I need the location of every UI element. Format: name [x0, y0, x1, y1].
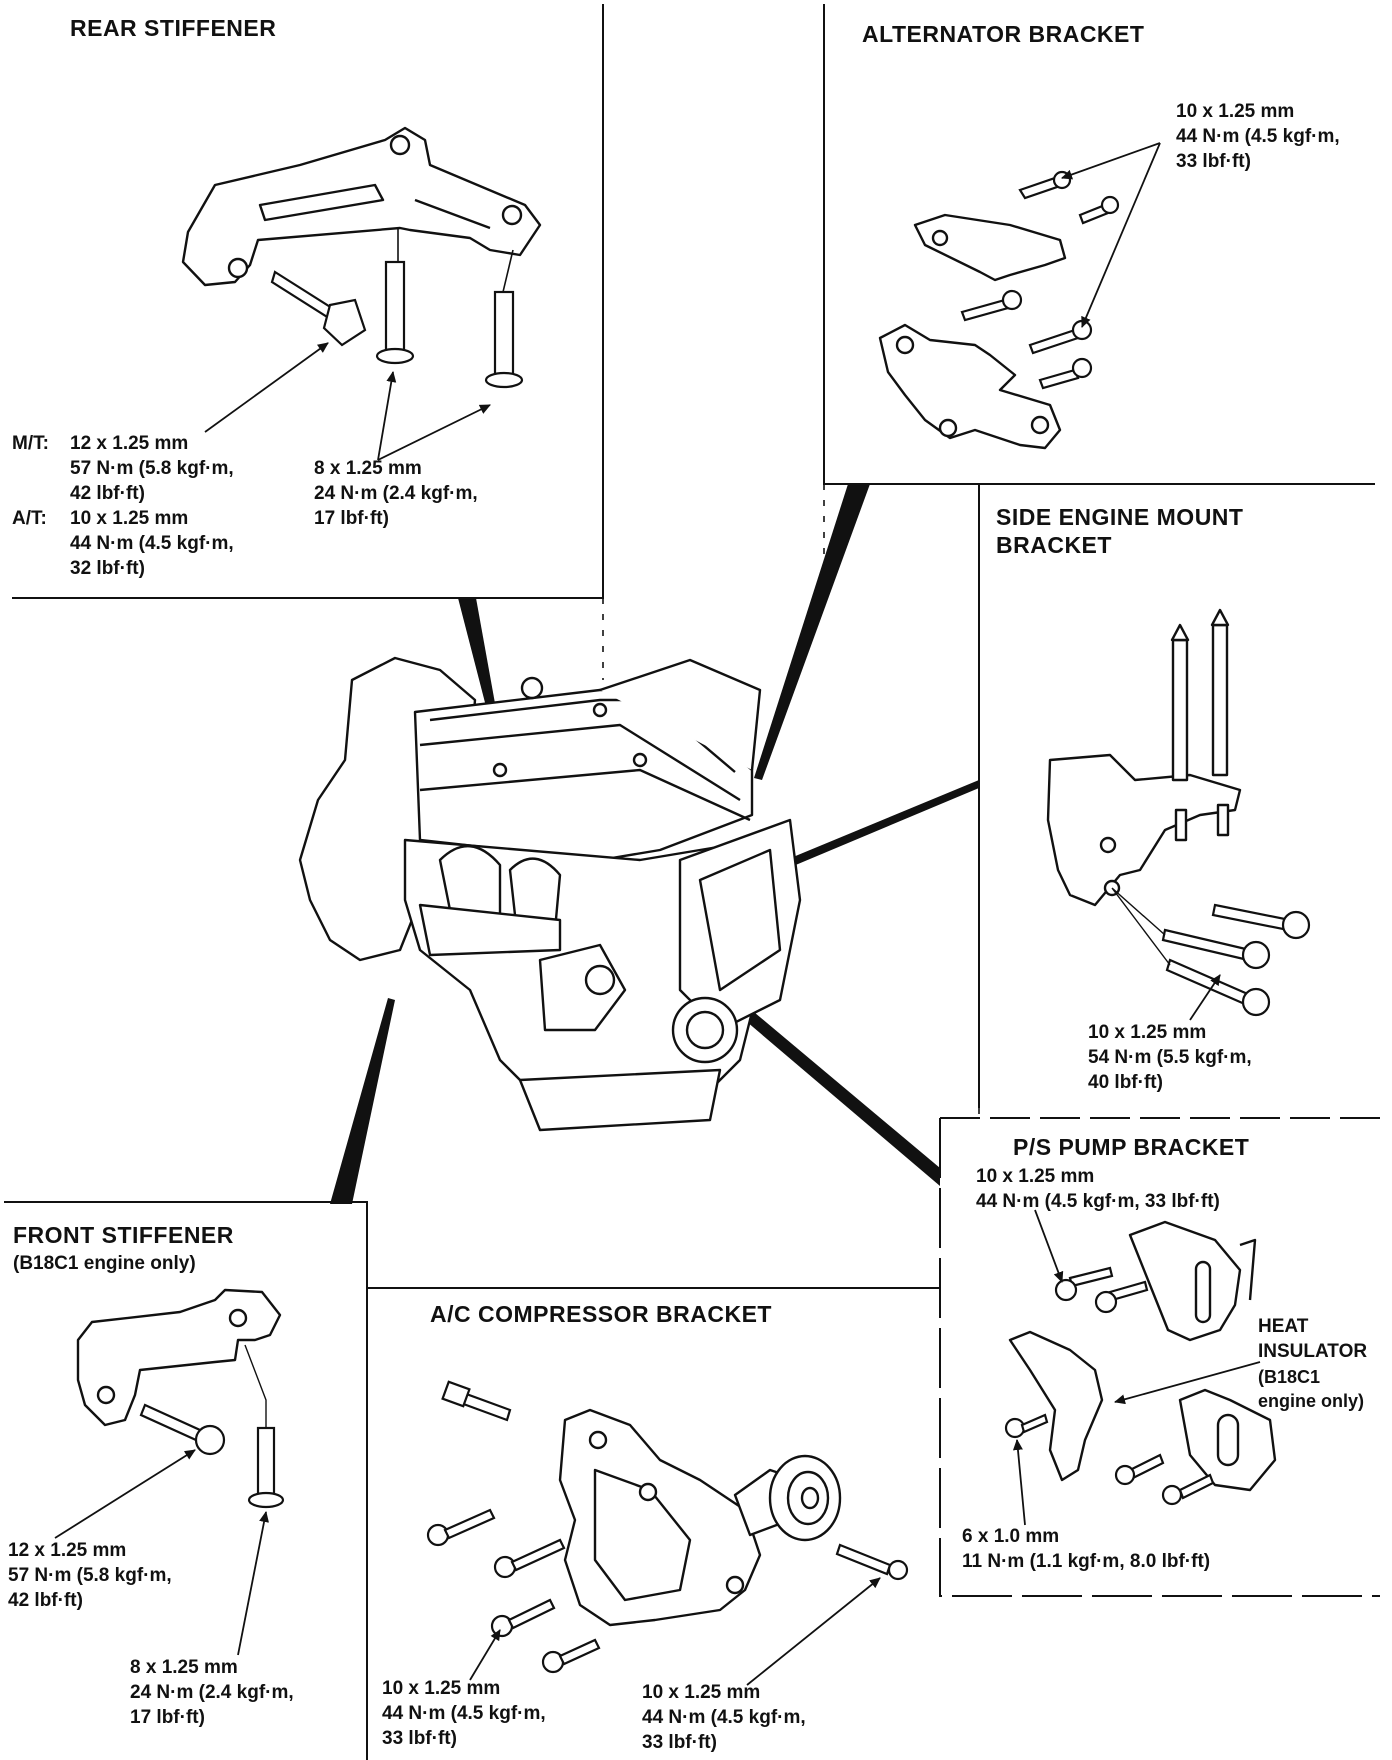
ps-top-arrow: [1034, 1209, 1064, 1283]
ac-left-spec-1: 10 x 1.25 mm: [382, 1678, 501, 1699]
rear-mt-label: M/T:: [12, 433, 49, 454]
alternator-frame: [823, 4, 1375, 485]
ps-pump-bolts: [1004, 1266, 1215, 1506]
front-small-spec-1: 8 x 1.25 mm: [130, 1657, 238, 1678]
ps-pump-title: P/S PUMP BRACKET: [1013, 1134, 1250, 1160]
ps-spec-bottom-1: 6 x 1.0 mm: [962, 1526, 1060, 1547]
ps-bottom-arrow: [1012, 1439, 1026, 1526]
front-small-spec-3: 17 lbf·ft): [130, 1707, 205, 1728]
heat-insulator-4: engine only): [1258, 1391, 1365, 1411]
front-small-arrow: [237, 1511, 269, 1656]
front-large-spec-2: 57 N·m (5.8 kgf·m,: [8, 1565, 172, 1586]
side-mount-title-1: SIDE ENGINE MOUNT: [996, 504, 1244, 530]
front-small-spec-2: 24 N·m (2.4 kgf·m,: [130, 1682, 294, 1703]
ac-right-arrow: [746, 1577, 881, 1686]
ac-right-spec-1: 10 x 1.25 mm: [642, 1682, 761, 1703]
rear-bolt-spec-2: 24 N·m (2.4 kgf·m,: [314, 483, 478, 504]
engine-illustration: [298, 656, 802, 1132]
heat-arrow: [1114, 1361, 1261, 1405]
alternator-bracket-part: [878, 213, 1067, 450]
ac-bracket-bolts: [426, 1380, 909, 1674]
alt-arrow-1: [1061, 142, 1161, 180]
alternator-title: ALTERNATOR BRACKET: [862, 21, 1145, 47]
side-mount-spec-2: 54 N·m (5.5 kgf·m,: [1088, 1047, 1252, 1068]
rear-mt-arrow: [204, 342, 329, 433]
rear-leader: [458, 598, 498, 722]
alternator-leader: [754, 484, 870, 780]
front-stiffener-title-2: (B18C1 engine only): [13, 1253, 196, 1274]
side-mount-bolts: [1111, 887, 1311, 1017]
alt-arrow-2: [1081, 142, 1161, 328]
rear-at-label: A/T:: [12, 508, 47, 529]
alternator-spec-1: 10 x 1.25 mm: [1176, 101, 1295, 122]
ac-bracket-part: [558, 1408, 842, 1627]
ps-pump-part: [1128, 1220, 1257, 1342]
rear-bolt-spec-3: 17 lbf·ft): [314, 508, 389, 529]
front-stiffener-part: [76, 1288, 282, 1427]
alternator-bolts: [960, 170, 1120, 390]
rear-at-spec-3: 32 lbf·ft): [70, 558, 145, 579]
ac-right-spec-2: 44 N·m (4.5 kgf·m,: [642, 1707, 806, 1728]
heat-insulator-2: INSULATOR: [1258, 1341, 1368, 1362]
side-mount-title-2: BRACKET: [996, 532, 1112, 558]
rear-stiffener-part: [181, 126, 542, 287]
rear-at-spec-2: 44 N·m (4.5 kgf·m,: [70, 533, 234, 554]
ac-right-spec-3: 33 lbf·ft): [642, 1732, 717, 1753]
ac-bracket-title: A/C COMPRESSOR BRACKET: [430, 1301, 772, 1327]
ps-spec-top-2: 44 N·m (4.5 kgf·m, 33 lbf·ft): [976, 1191, 1220, 1212]
heat-insulator-1: HEAT: [1258, 1316, 1309, 1337]
front-large-spec-3: 42 lbf·ft): [8, 1590, 83, 1611]
ps-spec-bottom-2: 11 N·m (1.1 kgf·m, 8.0 lbf·ft): [962, 1551, 1211, 1572]
alternator-spec-3: 33 lbf·ft): [1176, 151, 1251, 172]
ac-left-arrow: [469, 1629, 501, 1681]
rear-bolt-arrow-2: [377, 404, 491, 461]
rear-mt-spec-2: 57 N·m (5.8 kgf·m,: [70, 458, 234, 479]
front-stiffener-frame: [4, 1201, 368, 1760]
front-large-arrow: [54, 1449, 196, 1539]
rear-at-spec-1: 10 x 1.25 mm: [70, 508, 189, 529]
front-stiffener-title-1: FRONT STIFFENER: [13, 1222, 234, 1248]
front-leader: [330, 998, 395, 1204]
heat-insulator-3: (B18C1: [1258, 1367, 1321, 1387]
ac-left-spec-3: 33 lbf·ft): [382, 1728, 457, 1749]
rear-mt-spec-3: 42 lbf·ft): [70, 483, 145, 504]
side-arrow: [1189, 974, 1221, 1021]
rear-stiffener-bolts: [270, 228, 524, 389]
side-mount-leader: [752, 780, 979, 880]
rear-bolt-arrow-1: [377, 371, 397, 461]
front-stiffener-bolts: [139, 1344, 285, 1509]
side-mount-spec-1: 10 x 1.25 mm: [1088, 1022, 1207, 1043]
ps-spec-top-1: 10 x 1.25 mm: [976, 1166, 1095, 1187]
alternator-spec-2: 44 N·m (4.5 kgf·m,: [1176, 126, 1340, 147]
rear-bolt-spec-1: 8 x 1.25 mm: [314, 458, 422, 479]
rear-stiffener-title: REAR STIFFENER: [70, 15, 277, 41]
side-mount-spec-3: 40 lbf·ft): [1088, 1072, 1163, 1093]
front-large-spec-1: 12 x 1.25 mm: [8, 1540, 127, 1561]
rear-mt-spec-1: 12 x 1.25 mm: [70, 433, 189, 454]
heat-insulator-part: [1008, 1330, 1277, 1492]
side-mount-part: [1046, 608, 1242, 907]
ac-left-spec-2: 44 N·m (4.5 kgf·m,: [382, 1703, 546, 1724]
